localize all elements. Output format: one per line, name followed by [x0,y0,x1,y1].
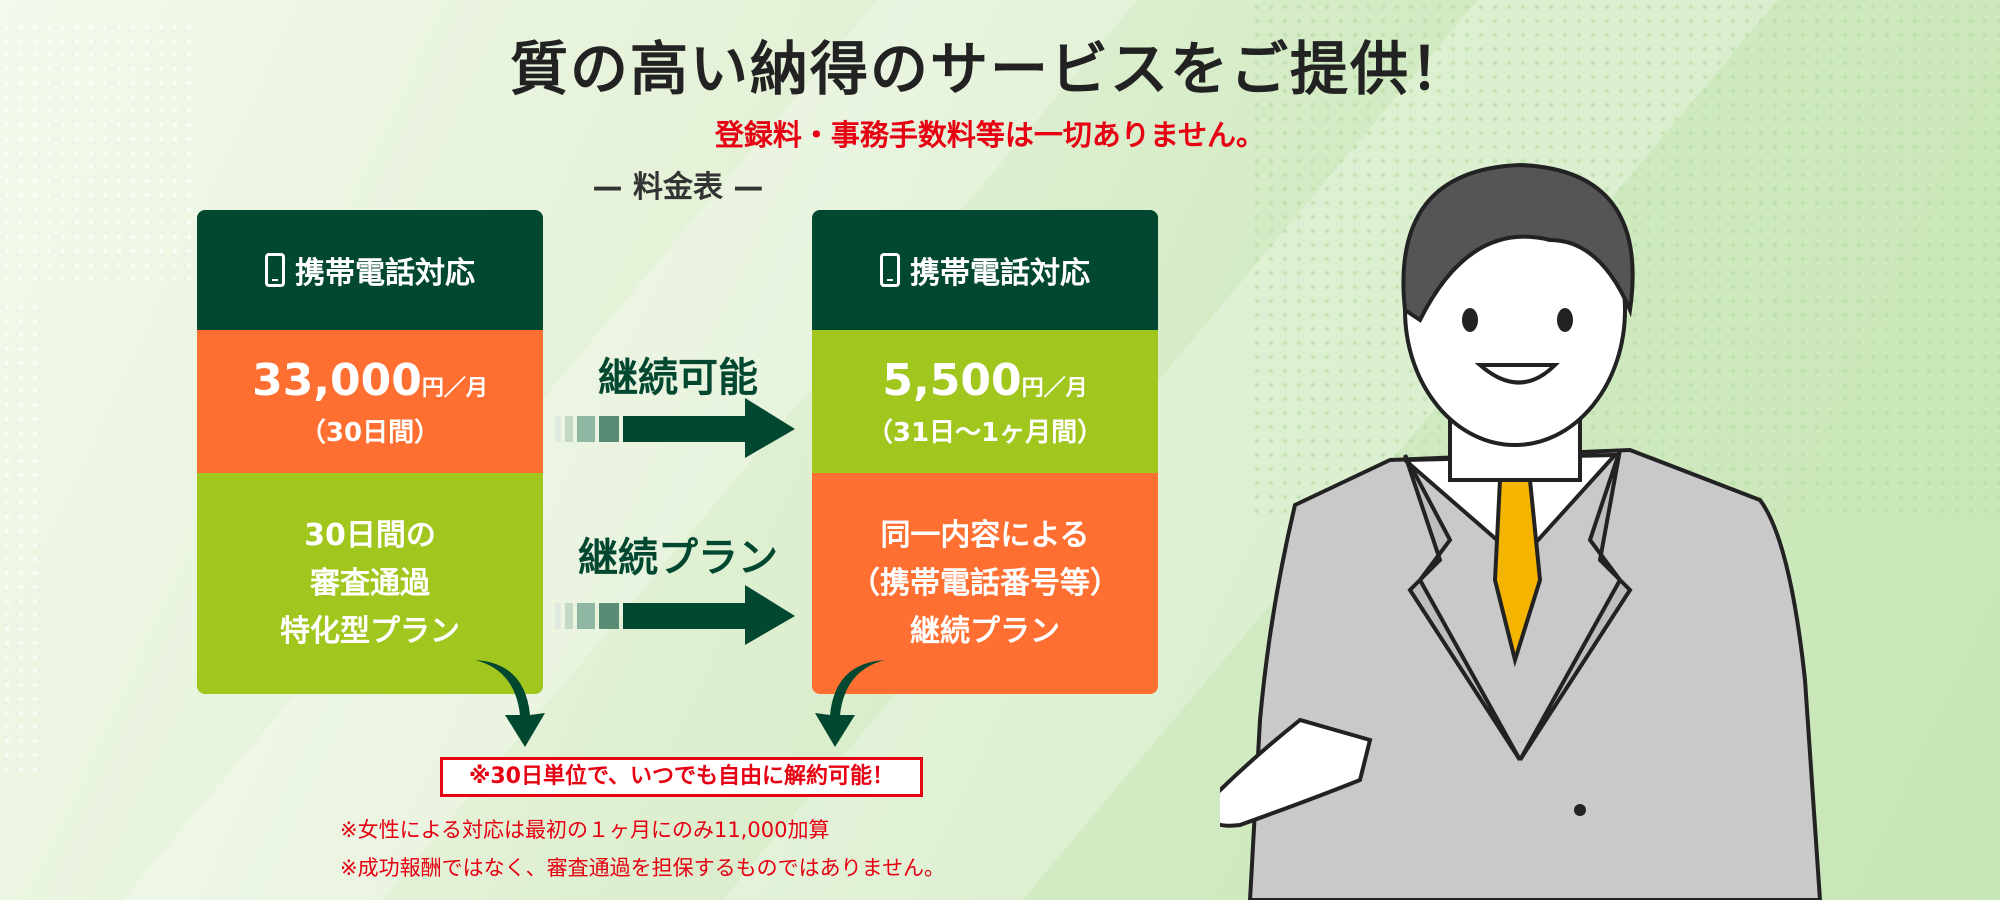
arrow-right-icon [555,585,795,645]
desc-line: 審査通過 [310,565,430,601]
curved-arrow-icon [815,660,885,747]
price-yen: 円 [421,375,444,401]
price-yen: 円 [1021,375,1044,401]
subtitle: 登録料・事務手数料等は一切ありません。 [714,118,1266,152]
bg-dots [0,300,40,780]
plan-card-continuation: 携帯電話対応 5,500円／月 （31日〜1ヶ月間） 同一内容による （携帯電話… [812,210,1158,694]
fee-table-label: — 料金表 — [592,170,764,205]
desc-line: 30日間の [304,517,436,553]
plan-desc: 同一内容による （携帯電話番号等） 継続プラン [812,473,1158,694]
price-value: 5,500 [882,354,1022,406]
price-per: ／月 [1043,375,1088,401]
desc-line: 特化型プラン [280,613,460,649]
price-period: （31日〜1ヶ月間） [866,417,1104,448]
arrow-right-icon [555,398,795,458]
plan-price: 33,000円／月 （30日間） [197,330,543,473]
plan-card-initial: 携帯電話対応 33,000円／月 （30日間） 30日間の 審査通過 特化型プラ… [197,210,543,694]
plan-desc: 30日間の 審査通過 特化型プラン [197,473,543,694]
businessman-illustration [1220,162,1823,900]
note-no-guarantee: ※成功報酬ではなく、審査通過を担保するものではありません。 [340,856,945,880]
price-per: ／月 [443,375,488,401]
plan-header: 携帯電話対応 [812,210,1158,330]
plan-header-label: 携帯電話対応 [295,256,475,291]
cancel-anytime-notice: ※30日単位で、いつでも自由に解約可能！ [440,757,923,797]
desc-line: 同一内容による [880,517,1090,553]
desc-line: （携帯電話番号等） [850,565,1120,601]
continuation-plan-label: 継続プラン [578,535,778,581]
phone-icon [265,253,285,287]
desc-line: 継続プラン [910,613,1060,649]
bg-dots [0,20,200,280]
price-value: 33,000 [252,354,422,406]
plan-header: 携帯電話対応 [197,210,543,330]
plan-price: 5,500円／月 （31日〜1ヶ月間） [812,330,1158,473]
price-period: （30日間） [299,417,441,448]
page-title: 質の高い納得のサービスをご提供！ [509,35,1470,103]
curved-arrow-icon [475,660,545,747]
phone-icon [880,253,900,287]
plan-header-label: 携帯電話対応 [910,256,1090,291]
continuable-label: 継続可能 [598,355,758,401]
note-female-surcharge: ※女性による対応は最初の１ヶ月にのみ11,000加算 [340,818,830,842]
